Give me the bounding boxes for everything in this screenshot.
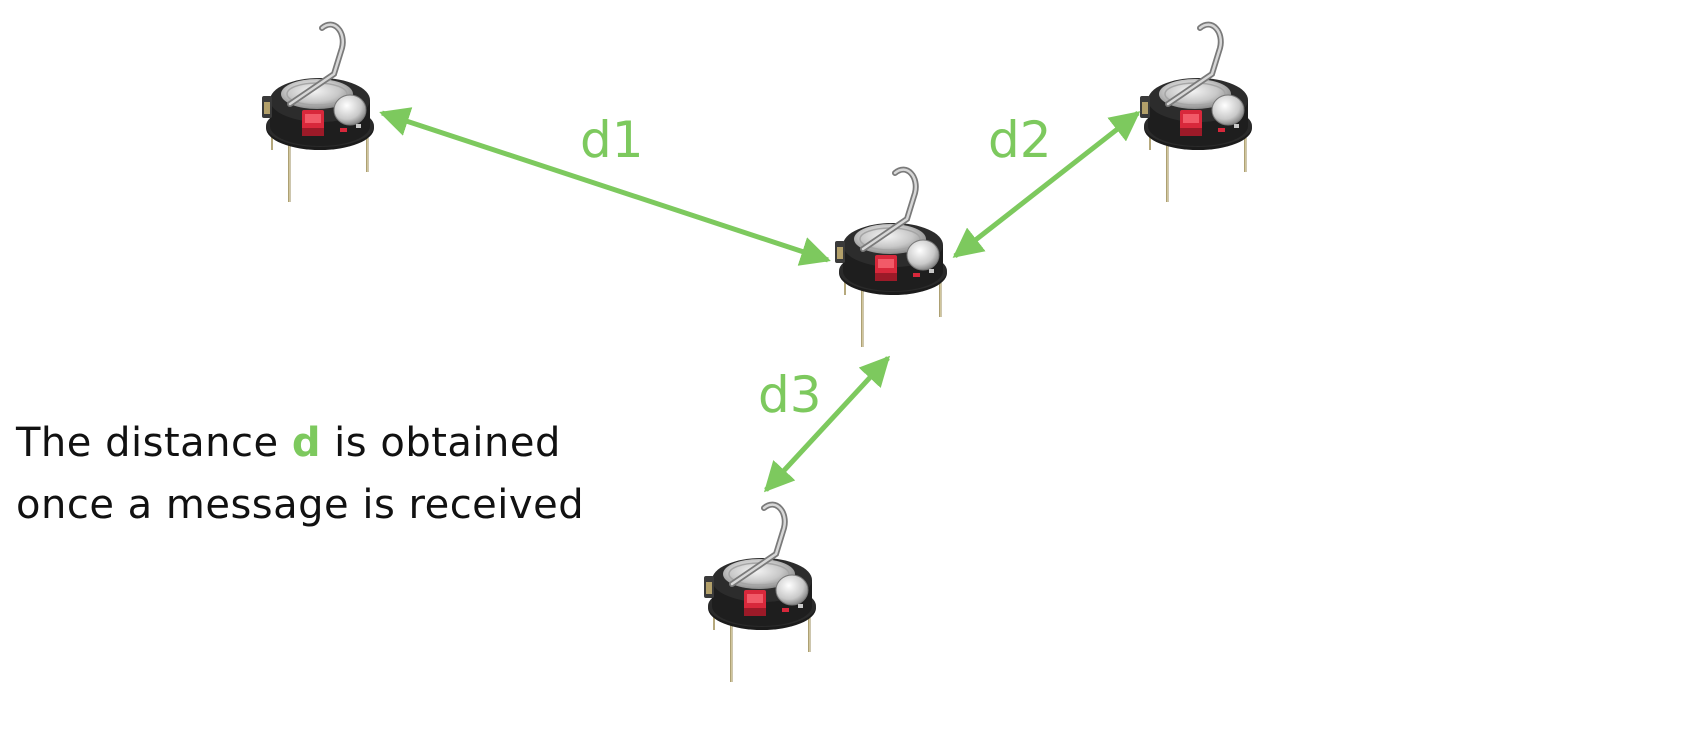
- robot-center: [835, 170, 947, 347]
- caption-highlight: d: [291, 420, 321, 466]
- caption-part1: The distance: [16, 420, 292, 466]
- distance-label-d2: d2: [988, 111, 1052, 169]
- robot-top-right: [1140, 25, 1252, 202]
- robot-bottom: [704, 505, 816, 682]
- distance-label-d3: d3: [758, 366, 822, 424]
- caption-text: The distance d is obtained once a messag…: [16, 412, 716, 536]
- distance-arrow-d2: [952, 111, 1141, 258]
- distance-arrow-d1: [379, 107, 831, 266]
- caption-line2: once a message is received: [16, 482, 585, 528]
- caption-part2: is obtained: [320, 420, 561, 466]
- robot-top-left: [262, 25, 374, 202]
- distance-arrow-d3: [763, 355, 891, 493]
- distance-label-d1: d1: [580, 111, 644, 169]
